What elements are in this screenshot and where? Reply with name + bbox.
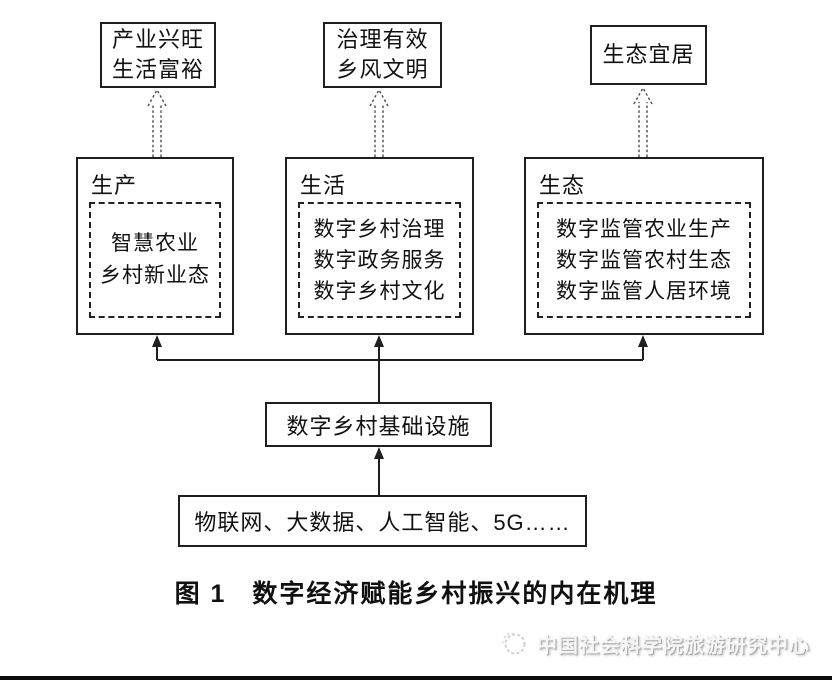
- domain-item: 数字乡村文化: [313, 279, 446, 303]
- outcome-line: 生态宜居: [602, 42, 695, 67]
- domain-item: 智慧农业: [111, 232, 199, 255]
- infrastructure-label: 数字乡村基础设施: [286, 413, 471, 439]
- domain-label-ecology: 生态: [539, 173, 586, 198]
- domain-box-ecology: 生态 数字监管农业生产 数字监管农村生态 数字监管人居环境: [524, 157, 764, 335]
- domain-item: 数字监管农村生态: [556, 248, 732, 272]
- technology-label: 物联网、大数据、人工智能、5G……: [194, 510, 571, 535]
- domain-item: 乡村新业态: [100, 264, 210, 287]
- outcome-line: 乡风文明: [336, 57, 429, 82]
- inner-dashed-box-production: 智慧农业 乡村新业态: [89, 202, 221, 318]
- watermark-text: 中国社会科学院旅游研究中心: [537, 634, 810, 657]
- figure-caption: 图 1 数字经济赋能乡村振兴的内在机理: [0, 574, 832, 610]
- outcome-box-effective-governance: 治理有效 乡风文明: [323, 22, 442, 88]
- solid-connector-infrastructure-to-domains: [156, 346, 644, 495]
- arrowhead-up-ecology-icon: [638, 335, 648, 347]
- domain-item: 数字监管人居环境: [556, 279, 732, 303]
- arrowhead-up-infrastructure-icon: [374, 447, 384, 459]
- arrowhead-up-life-icon: [374, 335, 384, 347]
- watermark: 中国社会科学院旅游研究中心: [500, 628, 810, 658]
- solid-arrowheads: [152, 335, 648, 459]
- domain-item: 数字政务服务: [313, 248, 446, 272]
- domain-label-life: 生活: [300, 173, 347, 198]
- domain-label-production: 生产: [91, 173, 138, 198]
- domain-item: 数字乡村治理: [313, 217, 446, 241]
- inner-dashed-box-life: 数字乡村治理 数字政务服务 数字乡村文化: [298, 202, 461, 318]
- domain-box-life: 生活 数字乡村治理 数字政务服务 数字乡村文化: [285, 157, 474, 335]
- figure-number: 图 1: [174, 580, 227, 608]
- dashed-arrow-life-to-governance-icon: [369, 88, 389, 157]
- outcome-box-industry-prosperity: 产业兴旺 生活富裕: [100, 22, 216, 88]
- outcome-box-livable-ecology: 生态宜居: [590, 25, 707, 85]
- infrastructure-box: 数字乡村基础设施: [265, 402, 492, 447]
- dashed-arrow-ecology-to-livable-icon: [633, 86, 653, 157]
- figure-title: 数字经济赋能乡村振兴的内在机理: [252, 580, 658, 608]
- outcome-line: 产业兴旺: [111, 27, 204, 52]
- inner-dashed-box-ecology: 数字监管农业生产 数字监管农村生态 数字监管人居环境: [537, 202, 751, 318]
- page-bottom-rule: [0, 676, 832, 680]
- outcome-line: 治理有效: [336, 27, 429, 52]
- outcome-line: 生活富裕: [111, 57, 204, 82]
- domain-item: 数字监管农业生产: [556, 217, 732, 241]
- arrowhead-up-production-icon: [152, 335, 162, 347]
- cass-tourism-logo-icon: [501, 632, 526, 655]
- dashed-arrow-production-to-industry-icon: [147, 88, 167, 157]
- technology-box: 物联网、大数据、人工智能、5G……: [178, 495, 587, 547]
- domain-box-production: 生产 智慧农业 乡村新业态: [76, 157, 234, 335]
